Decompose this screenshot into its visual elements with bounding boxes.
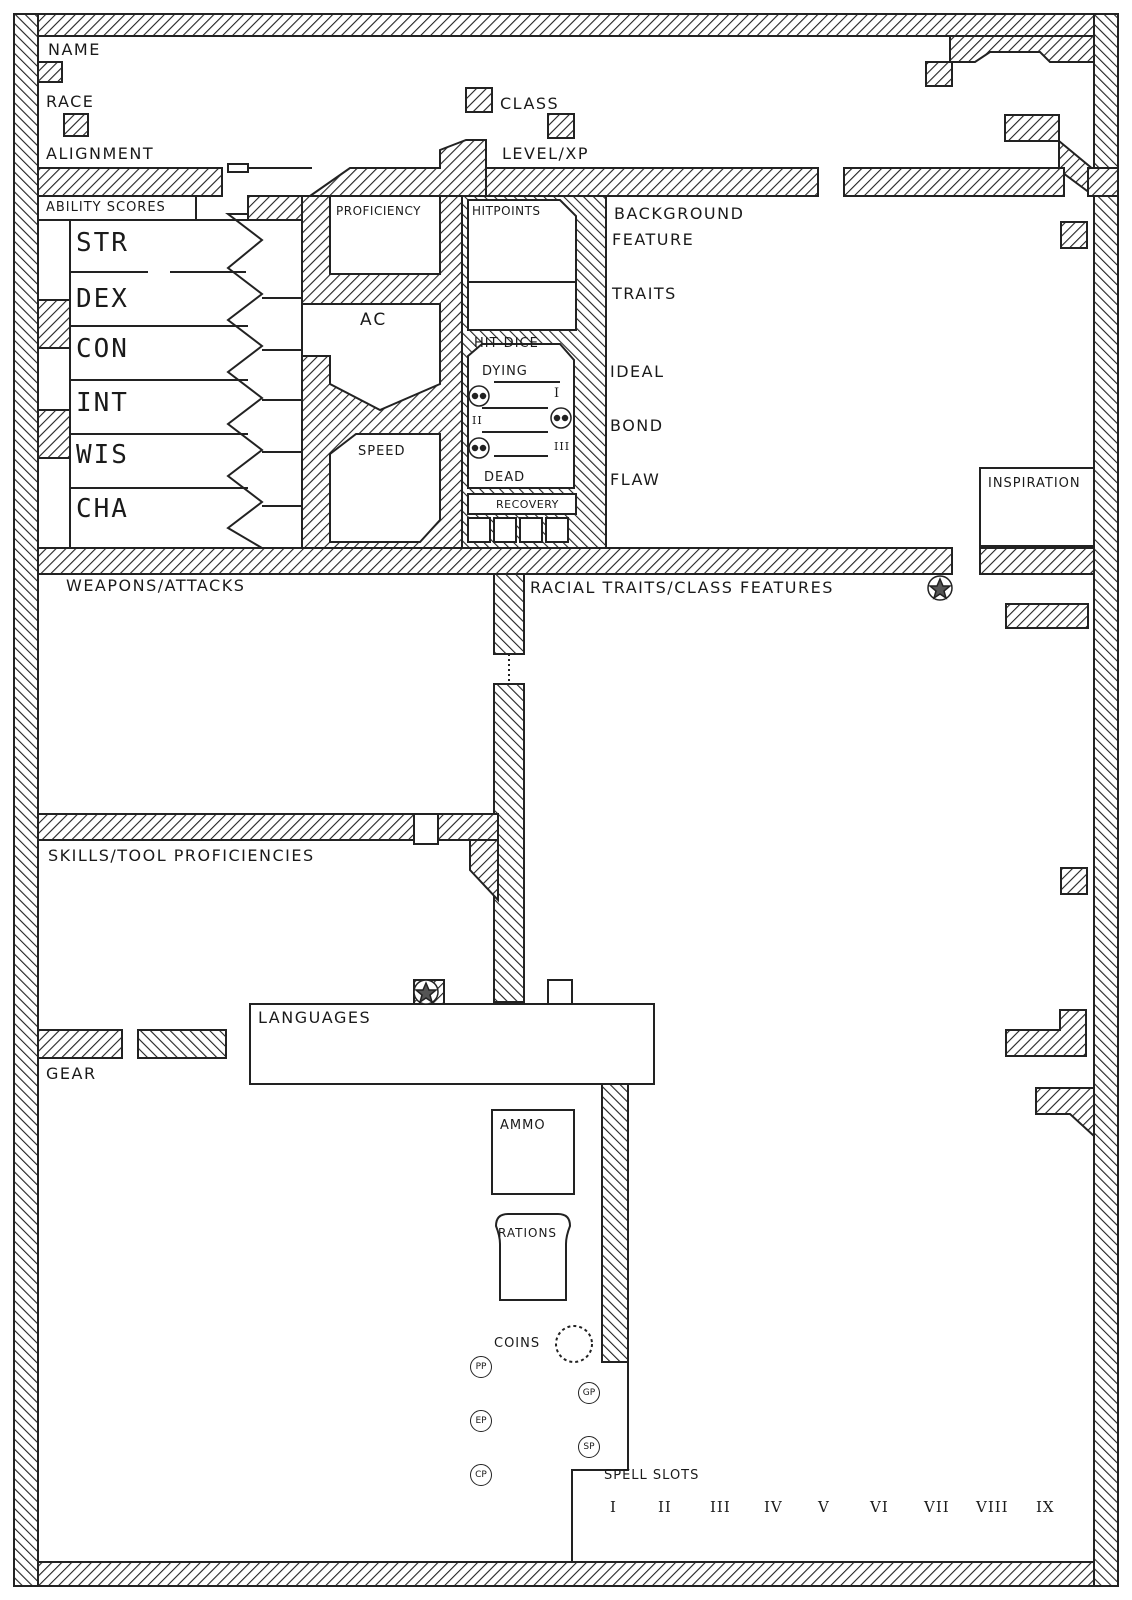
ability-scores-title: ABILITY SCORES bbox=[46, 200, 166, 215]
ability-dex[interactable]: DEX bbox=[76, 284, 129, 314]
gear-wall bbox=[571, 1083, 629, 1562]
dying-label: DYING bbox=[482, 364, 528, 379]
gear-label: GEAR bbox=[46, 1064, 97, 1083]
ability-int[interactable]: INT bbox=[76, 388, 129, 418]
central-corridor bbox=[493, 573, 525, 1003]
ability-cha[interactable]: CHA bbox=[76, 494, 129, 524]
background-wall bbox=[605, 196, 1095, 548]
ability-con[interactable]: CON bbox=[76, 334, 129, 364]
ability-str[interactable]: STR bbox=[76, 228, 129, 258]
class-label: CLASS bbox=[500, 94, 560, 113]
languages-label: LANGUAGES bbox=[258, 1008, 372, 1027]
inspiration-label: INSPIRATION bbox=[988, 476, 1081, 491]
racial-traits-label: RACIAL TRAITS/CLASS FEATURES bbox=[530, 578, 834, 597]
hitpoints-column bbox=[461, 195, 607, 549]
ability-wis[interactable]: WIS bbox=[76, 440, 129, 470]
rations-label: RATIONS bbox=[498, 1226, 558, 1240]
star-icons bbox=[413, 575, 953, 1005]
hitpoints-label: HITPOINTS bbox=[472, 204, 541, 218]
coin-pp[interactable]: PP bbox=[470, 1356, 492, 1378]
death-mark-1: I bbox=[554, 386, 561, 401]
right-ornaments bbox=[1005, 1009, 1095, 1139]
dead-label: DEAD bbox=[484, 470, 526, 485]
flaw-label: FLAW bbox=[610, 470, 661, 489]
name-label: NAME bbox=[48, 40, 101, 59]
death-mark-3: III bbox=[554, 440, 571, 453]
header-wall bbox=[37, 139, 1119, 197]
coin-cp[interactable]: CP bbox=[470, 1464, 492, 1486]
recovery-label: RECOVERY bbox=[496, 498, 559, 511]
spell-slot-8[interactable]: VIII bbox=[976, 1498, 1009, 1516]
feature-label: FEATURE bbox=[612, 230, 695, 249]
skills-wall bbox=[37, 813, 499, 903]
bond-label: BOND bbox=[610, 416, 664, 435]
supply-boxes bbox=[491, 1109, 593, 1363]
skills-label: SKILLS/TOOL PROFICIENCIES bbox=[48, 846, 315, 865]
proficiency-label: PROFICIENCY bbox=[336, 204, 421, 218]
speed-label: SPEED bbox=[358, 444, 406, 459]
spell-slot-7[interactable]: VII bbox=[924, 1498, 950, 1516]
combat-column bbox=[301, 195, 463, 549]
coin-sp[interactable]: SP bbox=[578, 1436, 600, 1458]
corner-ornament bbox=[925, 35, 1095, 198]
outer-wall bbox=[13, 13, 1119, 1587]
spell-slots-label: SPELL SLOTS bbox=[604, 1468, 700, 1483]
ideal-label: IDEAL bbox=[610, 362, 665, 381]
hit-dice-label: HIT DICE bbox=[474, 336, 539, 351]
spell-slot-5[interactable]: V bbox=[818, 1498, 830, 1516]
spell-slot-9[interactable]: IX bbox=[1036, 1498, 1055, 1516]
alignment-line bbox=[227, 163, 312, 173]
ac-label: AC bbox=[360, 310, 388, 330]
spell-slot-3[interactable]: III bbox=[710, 1498, 731, 1516]
spell-slot-1[interactable]: I bbox=[610, 1498, 617, 1516]
ammo-label: AMMO bbox=[500, 1118, 546, 1133]
race-label: RACE bbox=[46, 92, 95, 111]
decor-squares bbox=[37, 61, 1088, 895]
death-mark-2: II bbox=[472, 414, 483, 427]
level-xp-label: LEVEL/XP bbox=[502, 144, 589, 163]
spell-slot-6[interactable]: VI bbox=[870, 1498, 889, 1516]
middle-wall bbox=[37, 547, 1095, 629]
coin-gp[interactable]: GP bbox=[578, 1382, 600, 1404]
skull-icons bbox=[468, 385, 572, 459]
coins-label: COINS bbox=[494, 1336, 541, 1351]
alignment-label: ALIGNMENT bbox=[46, 144, 155, 163]
languages-block bbox=[37, 979, 655, 1085]
spell-slot-4[interactable]: IV bbox=[764, 1498, 783, 1516]
traits-label: TRAITS bbox=[612, 284, 677, 303]
coin-ep[interactable]: EP bbox=[470, 1410, 492, 1432]
weapons-label: WEAPONS/ATTACKS bbox=[66, 576, 246, 595]
background-label: BACKGROUND bbox=[614, 204, 745, 223]
spell-slot-2[interactable]: II bbox=[658, 1498, 672, 1516]
